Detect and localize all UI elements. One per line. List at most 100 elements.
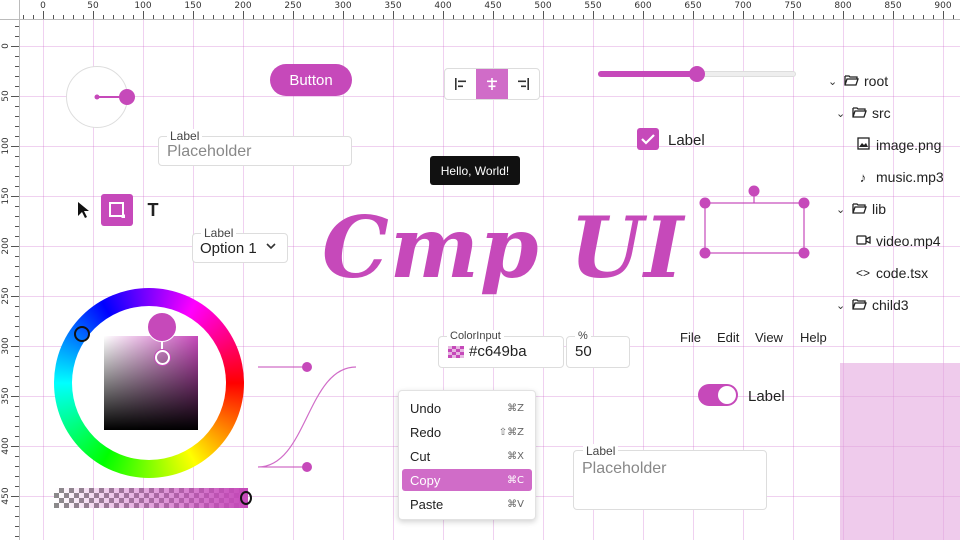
ruler-left-tick: [15, 476, 19, 477]
slider-thumb[interactable]: [689, 66, 705, 82]
transform-selection-box[interactable]: [696, 182, 814, 262]
align-right-icon[interactable]: [508, 69, 539, 99]
menu-item-shortcut: ⌘V: [507, 498, 524, 510]
curve-control-point-2[interactable]: [302, 462, 312, 472]
ruler-top-tick: [123, 15, 124, 19]
checkbox[interactable]: [637, 128, 659, 150]
context-menu-item-undo[interactable]: Undo⌘Z: [402, 397, 532, 419]
color-swatch[interactable]: [448, 346, 464, 358]
ruler-top-tick: [863, 15, 864, 19]
ruler-top-tick: [473, 15, 474, 19]
tree-item[interactable]: ⌄ root: [828, 70, 888, 92]
ruler-top-label: 700: [734, 1, 752, 11]
align-segmented-control[interactable]: [444, 68, 540, 100]
saturation-value-square[interactable]: [104, 336, 198, 430]
ruler-top-tick: [663, 15, 664, 19]
ruler-left-tick: [15, 56, 19, 57]
chevron-down-icon[interactable]: ⌄: [828, 75, 838, 88]
primary-button[interactable]: Button: [270, 64, 352, 96]
tree-item[interactable]: ⌄ src: [836, 102, 891, 124]
ruler-top-tick: [583, 15, 584, 19]
ruler-left-tick: [15, 456, 19, 457]
color-preview-circle: [147, 312, 177, 342]
folder-open-icon: [842, 74, 860, 89]
resize-handle-bottom-right[interactable]: [798, 247, 810, 259]
alpha-slider[interactable]: [54, 488, 248, 508]
ruler-top-tick: [593, 11, 594, 19]
ruler-top-tick: [903, 15, 904, 19]
ruler-top-tick: [763, 15, 764, 19]
ruler-top-label: 750: [784, 1, 802, 11]
menubar-item-edit[interactable]: Edit: [717, 330, 740, 345]
easing-curve-editor[interactable]: [250, 355, 370, 480]
resize-handle-top-left[interactable]: [699, 197, 711, 209]
tree-item[interactable]: <> code.tsx: [854, 262, 928, 284]
ruler-top-tick: [363, 15, 364, 19]
textarea-field[interactable]: [573, 450, 767, 510]
rotate-handle[interactable]: [748, 185, 760, 197]
ruler-left-tick: [11, 446, 19, 447]
alpha-handle[interactable]: [240, 491, 252, 505]
ruler-top-tick: [453, 15, 454, 19]
page-title: Cmp UI: [322, 198, 685, 297]
ruler-top-tick: [213, 15, 214, 19]
ruler-top-label: 600: [634, 1, 652, 11]
cursor-arrow-icon[interactable]: [68, 194, 100, 226]
resize-handle-bottom-left[interactable]: [699, 247, 711, 259]
context-menu-item-redo[interactable]: Redo⇧⌘Z: [402, 421, 532, 443]
ruler-left-label: 450: [1, 487, 11, 505]
context-menu-item-copy[interactable]: Copy⌘C: [402, 469, 532, 491]
ruler-top-tick: [913, 15, 914, 19]
menubar-item-help[interactable]: Help: [800, 330, 827, 345]
ruler-left-tick: [15, 206, 19, 207]
ruler-top-tick: [293, 11, 294, 19]
ruler-left-tick: [15, 486, 19, 487]
ruler-top-tick: [803, 15, 804, 19]
ruler-top-label: 900: [934, 1, 952, 11]
tree-item[interactable]: image.png: [854, 134, 941, 156]
sv-handle[interactable]: [155, 350, 170, 365]
context-menu-item-cut[interactable]: Cut⌘X: [402, 445, 532, 467]
hue-handle[interactable]: [74, 326, 90, 342]
chevron-down-icon[interactable]: ⌄: [836, 203, 846, 216]
folder-open-icon: [850, 106, 868, 121]
ruler-top-tick: [183, 15, 184, 19]
chevron-down-icon[interactable]: ⌄: [836, 299, 846, 312]
menubar-item-view[interactable]: View: [755, 330, 783, 345]
text-tool-icon[interactable]: T: [137, 194, 169, 226]
curve-control-point-1[interactable]: [302, 362, 312, 372]
ruler-top-tick: [73, 15, 74, 19]
ruler-left-tick: [15, 36, 19, 37]
resize-handle-top-right[interactable]: [798, 197, 810, 209]
menubar-item-file[interactable]: File: [680, 330, 701, 345]
tree-item[interactable]: ⌄ lib: [836, 198, 886, 220]
ruler-top-tick: [773, 15, 774, 19]
ruler-top-tick: [203, 15, 204, 19]
ruler-left-tick: [15, 236, 19, 237]
ruler-top-tick: [643, 11, 644, 19]
ruler-top-tick: [723, 15, 724, 19]
ruler-left-tick: [15, 126, 19, 127]
ruler-top-tick: [813, 15, 814, 19]
ruler-top-tick: [613, 15, 614, 19]
ruler-left-tick: [15, 266, 19, 267]
ruler-left-tick: [15, 376, 19, 377]
angle-dial-handle[interactable]: [66, 66, 136, 128]
context-menu-item-paste[interactable]: Paste⌘V: [402, 493, 532, 515]
align-left-icon[interactable]: [445, 69, 476, 99]
chevron-down-icon[interactable]: ⌄: [836, 107, 846, 120]
tree-item[interactable]: ♪ music.mp3: [854, 166, 944, 188]
rectangle-tool-button[interactable]: [101, 194, 133, 226]
tree-item[interactable]: ⌄ child3: [836, 294, 909, 316]
toggle-knob: [718, 386, 736, 404]
tree-item[interactable]: video.mp4: [854, 230, 941, 252]
ruler-left-tick: [15, 326, 19, 327]
ruler-left-tick: [15, 86, 19, 87]
ruler-top-label: 450: [484, 1, 502, 11]
rectangle-icon: [109, 202, 125, 218]
text-field-placeholder: Placeholder: [167, 143, 252, 160]
align-center-icon[interactable]: [476, 69, 508, 99]
ruler-top-tick: [843, 11, 844, 19]
selection-area: [840, 363, 960, 540]
